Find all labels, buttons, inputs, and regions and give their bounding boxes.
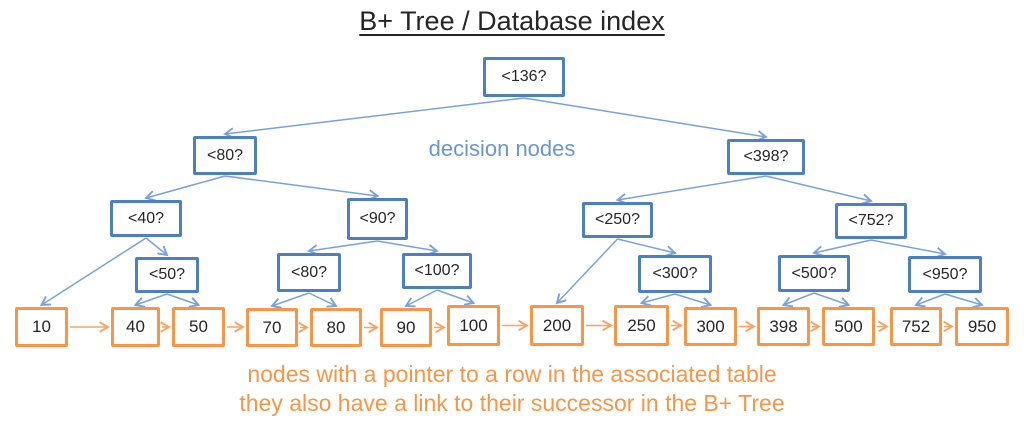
leaf-caption-line2: they also have a link to their successor… bbox=[239, 390, 785, 416]
decision-node-500: <500? bbox=[778, 255, 850, 292]
tree-edge-n136-n80 bbox=[223, 97, 525, 139]
leaf-node-500: 500 bbox=[822, 307, 875, 346]
tree-edge-n80-n40 bbox=[144, 175, 226, 202]
tree-edge-n752-n500 bbox=[812, 239, 872, 257]
tree-edge-n80b-l70 bbox=[270, 292, 310, 309]
tree-edge-n100-l90 bbox=[404, 289, 438, 308]
tree-edge-n300-l300 bbox=[674, 293, 713, 309]
decision-node-40: <40? bbox=[110, 200, 182, 237]
decision-nodes-caption: decision nodes bbox=[428, 136, 576, 161]
decision-node-752: <752? bbox=[835, 203, 907, 239]
tree-edge-n500-l500 bbox=[813, 292, 851, 308]
tree-edge-n100-l100 bbox=[436, 289, 476, 306]
tree-edges bbox=[39, 97, 984, 334]
decision-node-136: <136? bbox=[483, 57, 565, 97]
tree-edge-n90-n80b bbox=[307, 240, 378, 256]
tree-edge-n90-n100 bbox=[377, 240, 439, 256]
decision-node-100: <100? bbox=[402, 253, 472, 289]
tree-edge-n300-l250 bbox=[639, 293, 676, 307]
leaf-node-752: 752 bbox=[890, 307, 942, 346]
tree-edge-n50-l40 bbox=[133, 293, 168, 308]
tree-edge-n752-n950 bbox=[870, 239, 947, 259]
leaf-node-950: 950 bbox=[955, 307, 1009, 346]
decision-node-80: <80? bbox=[277, 253, 341, 292]
tree-edge-n250-l200 bbox=[555, 238, 619, 305]
tree-edge-n950-l950 bbox=[944, 293, 984, 309]
tree-edge-n398-n250 bbox=[615, 175, 767, 205]
tree-edge-n950-l752 bbox=[914, 293, 946, 308]
leaf-node-398: 398 bbox=[757, 307, 810, 346]
tree-edge-n80-n90 bbox=[224, 175, 380, 201]
tree-edge-n40-n50 bbox=[145, 237, 169, 257]
decision-node-250: <250? bbox=[582, 202, 653, 238]
tree-edge-n50-l50 bbox=[166, 293, 201, 308]
decision-node-398: <398? bbox=[727, 139, 805, 175]
tree-edge-n500-l398 bbox=[781, 292, 815, 308]
leaf-node-50: 50 bbox=[172, 307, 225, 347]
decision-node-300: <300? bbox=[638, 255, 712, 293]
leaf-node-70: 70 bbox=[246, 308, 298, 347]
leaf-node-80: 80 bbox=[310, 308, 362, 347]
leaf-node-10: 10 bbox=[15, 307, 68, 347]
tree-edge-n398-n752 bbox=[765, 175, 873, 205]
decision-node-950: <950? bbox=[908, 256, 982, 293]
leaf-node-300: 300 bbox=[684, 307, 737, 346]
decision-node-50: <50? bbox=[135, 257, 199, 293]
leaf-node-40: 40 bbox=[111, 307, 160, 347]
decision-node-80: <80? bbox=[193, 136, 257, 175]
page-title: B+ Tree / Database index bbox=[359, 6, 665, 36]
tree-edge-n250-n300 bbox=[617, 238, 677, 257]
leaf-node-100: 100 bbox=[447, 305, 500, 346]
leaf-node-200: 200 bbox=[530, 305, 584, 346]
tree-edge-n40-l10 bbox=[39, 237, 147, 307]
leaf-node-90: 90 bbox=[380, 308, 432, 347]
tree-edge-n80b-l80 bbox=[308, 292, 338, 308]
decision-node-90: <90? bbox=[347, 198, 408, 240]
tree-edge-n136-n398 bbox=[523, 97, 768, 142]
leaf-node-250: 250 bbox=[614, 305, 669, 346]
leaf-caption-line1: nodes with a pointer to a row in the ass… bbox=[247, 361, 777, 387]
leaf-caption: nodes with a pointer to a row in the ass… bbox=[0, 360, 1024, 418]
